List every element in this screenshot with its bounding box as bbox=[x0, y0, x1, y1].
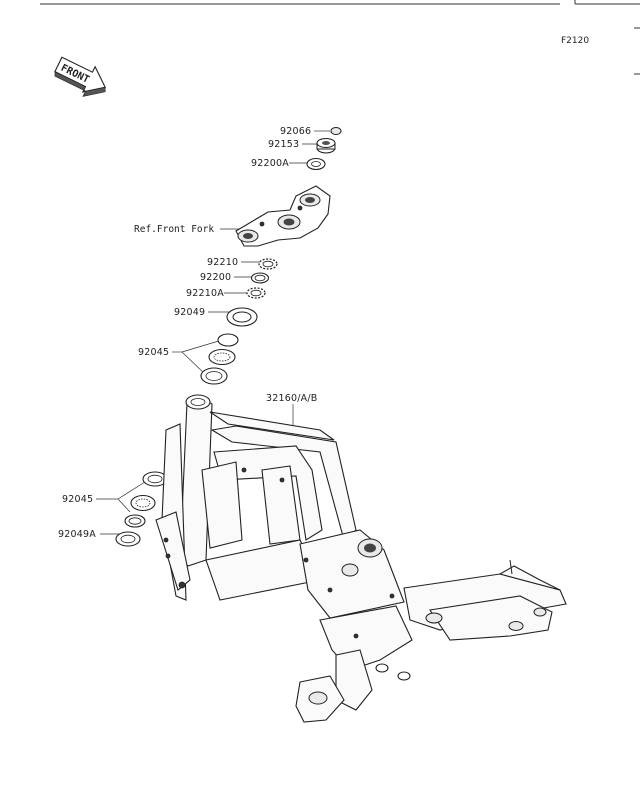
label-92049A: 92049A bbox=[58, 529, 96, 540]
label-92045-upper: 92045 bbox=[138, 347, 169, 358]
label-92045-lower: 92045 bbox=[62, 494, 93, 505]
main-frame-32160 bbox=[155, 394, 567, 723]
washer-92200A bbox=[306, 157, 326, 171]
washer-92200 bbox=[250, 272, 270, 284]
nut-92153 bbox=[316, 137, 336, 154]
upper-triple-clamp bbox=[235, 185, 331, 247]
seal-92049 bbox=[226, 307, 258, 327]
label-ref-front-fork: Ref.Front Fork bbox=[134, 224, 214, 235]
label-92200: 92200 bbox=[200, 272, 231, 283]
label-92210: 92210 bbox=[207, 257, 238, 268]
bearing-92045-lower bbox=[124, 471, 168, 528]
locknut-92210A bbox=[246, 287, 266, 299]
label-32160: 32160/A/B bbox=[266, 393, 317, 404]
cap-92066 bbox=[330, 127, 342, 135]
label-92066: 92066 bbox=[280, 126, 311, 137]
label-92200A: 92200A bbox=[251, 158, 289, 169]
bearing-92045-upper bbox=[200, 333, 239, 385]
page-border bbox=[40, 0, 640, 75]
label-92049: 92049 bbox=[174, 307, 205, 318]
part-labels: 92066 92153 92200A Ref.Front Fork 92210 … bbox=[58, 126, 317, 540]
label-92210A: 92210A bbox=[186, 288, 224, 299]
locknut-92210 bbox=[258, 258, 278, 270]
front-arrow-icon: FRONT bbox=[54, 56, 106, 97]
seal-92049A bbox=[115, 531, 141, 547]
label-92153: 92153 bbox=[268, 139, 299, 150]
figure-id: F2120 bbox=[561, 36, 589, 46]
